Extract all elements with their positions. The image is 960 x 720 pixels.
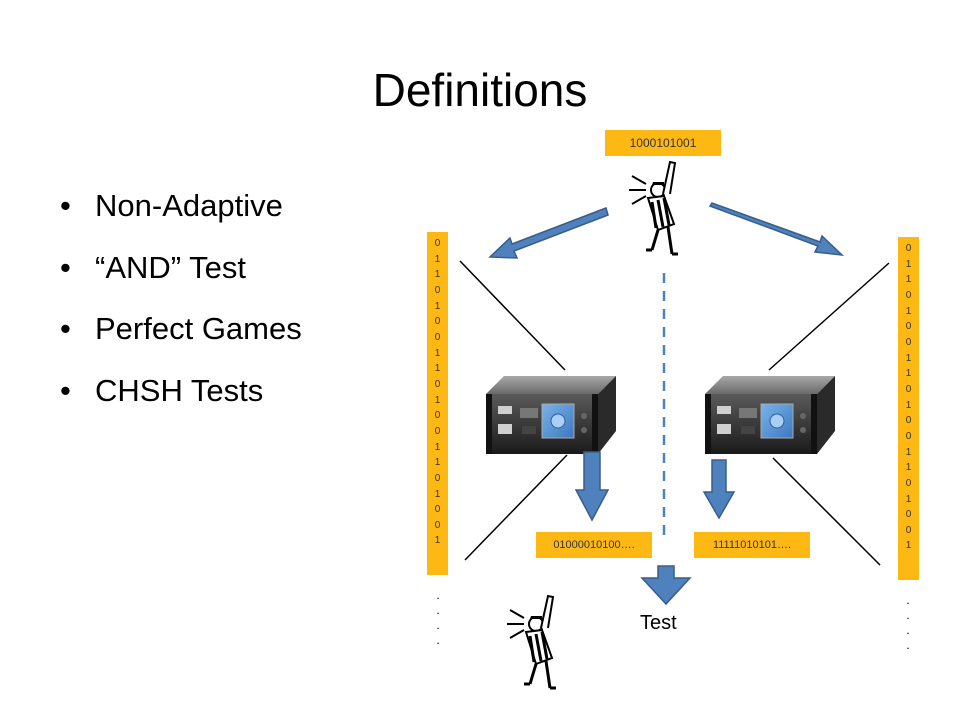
bit: 0 [905, 289, 912, 301]
bit: 0 [434, 378, 441, 390]
bit: 1 [905, 258, 912, 270]
bit: 1 [434, 394, 441, 406]
bit: 0 [905, 509, 912, 521]
dot: . [906, 638, 910, 652]
connector-line [459, 260, 566, 371]
bit: 0 [905, 430, 912, 442]
bit: 0 [905, 524, 912, 536]
bit: 1 [434, 457, 441, 469]
referee-icon [627, 160, 680, 256]
bit: 1 [434, 269, 441, 281]
bit: 1 [905, 305, 912, 317]
left-output-box: 01000010100…. [536, 532, 652, 558]
bit: 1 [434, 363, 441, 375]
bullet-item: “AND” Test [60, 237, 302, 299]
bit: 0 [434, 284, 441, 296]
bullet-list: Non-Adaptive “AND” Test Perfect Games CH… [60, 175, 302, 421]
down-arrow-icon [702, 459, 736, 520]
slide-title: Definitions [372, 64, 588, 116]
bullet-item: CHSH Tests [60, 360, 302, 422]
dot: . [906, 608, 910, 622]
bit: 0 [905, 477, 912, 489]
bit: 0 [905, 336, 912, 348]
dot: . [906, 593, 910, 607]
challenge-bits-box: 1000101001 [605, 130, 721, 156]
bullet-item: Non-Adaptive [60, 175, 302, 237]
bit: 1 [905, 446, 912, 458]
device-icon [704, 375, 836, 455]
bit: 0 [434, 238, 441, 249]
bit: 1 [434, 535, 441, 547]
right-bits-box: 0 1 1 0 1 0 0 1 1 0 1 0 0 1 1 0 1 0 0 1 [898, 237, 919, 580]
bit: 1 [905, 493, 912, 505]
test-label: Test [640, 612, 677, 634]
continuation-dots: . . . . [902, 593, 914, 653]
bit: 1 [434, 253, 441, 265]
bit: 1 [905, 352, 912, 364]
bit: 0 [434, 331, 441, 343]
bit: 1 [905, 274, 912, 286]
arrow-icon [488, 207, 609, 259]
bit: 0 [434, 472, 441, 484]
bit: 1 [905, 399, 912, 411]
bit: 0 [434, 316, 441, 328]
dot: . [436, 603, 440, 617]
bit: 1 [905, 368, 912, 380]
continuation-dots: . . . . [432, 588, 444, 648]
bit: 0 [905, 321, 912, 333]
bit: 1 [905, 540, 912, 552]
down-arrow-icon [640, 565, 692, 606]
bit: 0 [434, 519, 441, 531]
dot: . [436, 633, 440, 647]
bit: 1 [434, 347, 441, 359]
bit: 1 [434, 441, 441, 453]
bit: 0 [905, 243, 912, 254]
down-arrow-icon [574, 451, 610, 522]
bit: 0 [434, 410, 441, 422]
connector-line [768, 262, 890, 371]
left-bits-box: 0 1 1 0 1 0 0 1 1 0 1 0 0 1 1 0 1 0 0 1 [427, 232, 448, 575]
bit: 1 [905, 462, 912, 474]
bit: 0 [434, 425, 441, 437]
connector-line [464, 454, 568, 561]
right-output-box: 11111010101…. [694, 532, 810, 558]
device-icon [485, 375, 617, 455]
arrow-icon [708, 202, 845, 256]
bit: 0 [905, 415, 912, 427]
bit: 1 [434, 300, 441, 312]
dot: . [906, 623, 910, 637]
bit: 0 [434, 504, 441, 516]
bullet-item: Perfect Games [60, 298, 302, 360]
connector-line [772, 457, 881, 566]
bit: 1 [434, 488, 441, 500]
bit: 0 [905, 383, 912, 395]
dot: . [436, 618, 440, 632]
referee-icon [505, 594, 558, 690]
dot: . [436, 588, 440, 602]
